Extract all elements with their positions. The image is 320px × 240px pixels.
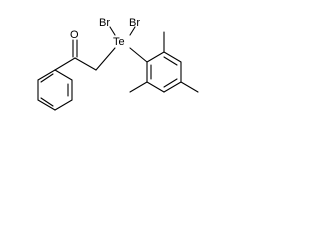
bromine-left-label: Br [99, 17, 110, 29]
tellurium-bonds [109, 26, 148, 63]
phenyl-ring [37, 69, 73, 111]
tellurium-label: Te [113, 36, 125, 48]
structure-diagram: O Te Br Br [0, 0, 226, 136]
ketone-chain [54, 39, 116, 71]
molecule-drawing: O Te Br Br [37, 16, 199, 111]
mesityl-ring [129, 31, 199, 93]
bromine-right-label: Br [129, 17, 140, 29]
oxygen-label: O [70, 29, 79, 41]
